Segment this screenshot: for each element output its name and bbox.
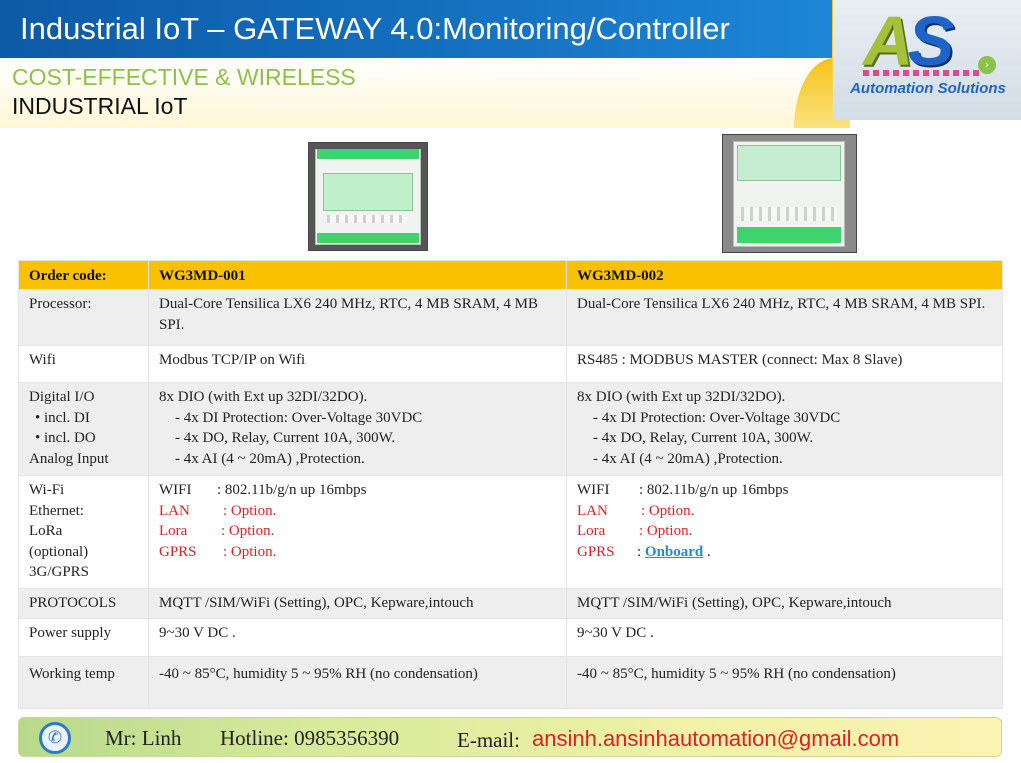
- header-title-bar: [0, 0, 832, 58]
- header-subtitle-area: [0, 58, 832, 128]
- conn-gprs-line: GPRS: Option.: [159, 543, 277, 560]
- device-front-label: [323, 173, 413, 211]
- device-terminal-strip-top: [317, 149, 419, 159]
- io-label-di: • incl. DI: [35, 409, 90, 426]
- cell-model-b: RS485 : MODBUS MASTER (connect: Max 8 Sl…: [566, 345, 1003, 383]
- io-label-do: • incl. DO: [35, 430, 96, 446]
- table-header-row: Order code: WG3MD-001 WG3MD-002: [18, 260, 1003, 290]
- cell-model-b: 8x DIO (with Ext up 32DI/32DO). - 4x DI …: [566, 382, 1003, 476]
- row-label: Working temp: [18, 656, 149, 709]
- row-label: Wi-Fi Ethernet: LoRa (optional) 3G/GPRS: [18, 475, 149, 589]
- conn-gprs-line: GPRS: Onboard .: [577, 543, 711, 560]
- onboard-link[interactable]: Onboard: [644, 543, 704, 560]
- cell-model-a: WIFI: 802.11b/g/n up 16mbps LAN: Option.…: [148, 475, 567, 589]
- io-line: - 4x AI (4 ~ 20mA) ,Protection.: [175, 450, 365, 467]
- conn-label-optional: (optional): [29, 543, 89, 560]
- cell-model-a: -40 ~ 85°C, humidity 5 ~ 95% RH (no cond…: [148, 656, 567, 709]
- table-row-power: Power supply 9~30 V DC . 9~30 V DC .: [18, 618, 1003, 657]
- cell-model-a: Modbus TCP/IP on Wifi: [148, 345, 567, 383]
- row-label: Wifi: [18, 345, 149, 383]
- table-row-io: Digital I/O • incl. DI • incl. DO Analog…: [18, 382, 1003, 476]
- device-led-row: [327, 215, 407, 223]
- phone-icon: ✆: [39, 722, 71, 754]
- logo-mark: AS: [863, 6, 954, 76]
- row-label: Processor:: [18, 289, 149, 346]
- row-label: PROTOCOLS: [18, 588, 149, 619]
- io-line: - 4x DI Protection: Over-Voltage 30VDC: [593, 409, 841, 426]
- conn-lan-line: LAN: Option.: [577, 502, 695, 519]
- page-subtitle-1: COST-EFFECTIVE & WIRELESS: [12, 64, 356, 90]
- table-row-processor: Processor: Dual-Core Tensilica LX6 240 M…: [18, 289, 1003, 346]
- page-title: Industrial IoT – GATEWAY 4.0:Monitoring/…: [20, 11, 730, 46]
- cell-model-b: 9~30 V DC .: [566, 618, 1003, 657]
- spec-table: Order code: WG3MD-001 WG3MD-002 Processo…: [18, 260, 1003, 709]
- cell-model-a: 8x DIO (with Ext up 32DI/32DO). - 4x DI …: [148, 382, 567, 476]
- cell-model-a: MQTT /SIM/WiFi (Setting), OPC, Kepware,i…: [148, 588, 567, 619]
- io-line: - 4x DO, Relay, Current 10A, 300W.: [175, 430, 396, 446]
- logo-dotted-line: [863, 70, 983, 76]
- order-code-label: Order code:: [18, 260, 149, 290]
- table-row-wifi: Wifi Modbus TCP/IP on Wifi RS485 : MODBU…: [18, 345, 1003, 383]
- cell-model-a: Dual-Core Tensilica LX6 240 MHz, RTC, 4 …: [148, 289, 567, 346]
- logo-arrow-icon: ›: [978, 56, 996, 74]
- conn-label-gprs: 3G/GPRS: [29, 564, 90, 580]
- conn-label-wifi: Wi-Fi: [29, 482, 65, 498]
- io-label-digital: Digital I/O: [29, 389, 95, 405]
- io-line: 8x DIO (with Ext up 32DI/32DO).: [577, 389, 786, 405]
- conn-lan-line: LAN: Option.: [159, 502, 277, 519]
- device-terminal-pins: [741, 207, 837, 221]
- device-front-label: [737, 145, 841, 181]
- contact-hotline: Hotline: 0985356390: [220, 726, 400, 750]
- model-b-code: WG3MD-002: [566, 260, 1003, 290]
- table-row-connectivity: Wi-Fi Ethernet: LoRa (optional) 3G/GPRS …: [18, 475, 1003, 589]
- cell-model-a: 9~30 V DC .: [148, 618, 567, 657]
- io-line: 8x DIO (with Ext up 32DI/32DO).: [159, 389, 368, 405]
- conn-label-ethernet: Ethernet:: [29, 502, 84, 519]
- cell-model-b: -40 ~ 85°C, humidity 5 ~ 95% RH (no cond…: [566, 656, 1003, 709]
- contact-footer: ✆ Mr: Linh Hotline: 0985356390 E-mail: a…: [18, 717, 1002, 757]
- io-line: - 4x AI (4 ~ 20mA) ,Protection.: [593, 450, 783, 467]
- conn-lora-line: Lora: Option.: [577, 523, 693, 539]
- logo-letter-s: S: [907, 2, 955, 80]
- logo-letter-a: A: [863, 2, 914, 80]
- page-subtitle-2: INDUSTRIAL IoT: [12, 93, 188, 119]
- cell-model-b: WIFI: 802.11b/g/n up 16mbps LAN: Option.…: [566, 475, 1003, 589]
- logo-text: Automation Solutions: [850, 80, 1006, 97]
- contact-email[interactable]: ansinh.ansinhautomation@gmail.com: [532, 726, 900, 751]
- table-row-protocols: PROTOCOLS MQTT /SIM/WiFi (Setting), OPC,…: [18, 588, 1003, 619]
- io-label-analog: Analog Input: [29, 450, 109, 467]
- conn-label-lora: LoRa: [29, 523, 63, 539]
- contact-name: Mr: Linh: [105, 726, 182, 750]
- device-image-wg3md-001: [308, 142, 428, 251]
- io-line: - 4x DO, Relay, Current 10A, 300W.: [593, 430, 814, 446]
- row-label: Power supply: [18, 618, 149, 657]
- company-logo: AS › Automation Solutions: [833, 0, 1021, 120]
- row-label: Digital I/O • incl. DI • incl. DO Analog…: [18, 382, 149, 476]
- contact-email-label: E-mail:: [457, 728, 520, 752]
- io-line: - 4x DI Protection: Over-Voltage 30VDC: [175, 409, 423, 426]
- device-terminal-strip-bottom: [737, 227, 841, 243]
- cell-model-b: MQTT /SIM/WiFi (Setting), OPC, Kepware,i…: [566, 588, 1003, 619]
- conn-wifi-line: WIFI: 802.11b/g/n up 16mbps: [159, 482, 367, 498]
- device-terminal-strip-bottom: [317, 233, 419, 243]
- cell-model-b: Dual-Core Tensilica LX6 240 MHz, RTC, 4 …: [566, 289, 1003, 346]
- model-a-code: WG3MD-001: [148, 260, 567, 290]
- device-image-wg3md-002: [722, 134, 857, 253]
- conn-lora-line: Lora: Option.: [159, 523, 275, 539]
- table-row-temp: Working temp -40 ~ 85°C, humidity 5 ~ 95…: [18, 656, 1003, 709]
- conn-wifi-line: WIFI: 802.11b/g/n up 16mbps: [577, 482, 789, 498]
